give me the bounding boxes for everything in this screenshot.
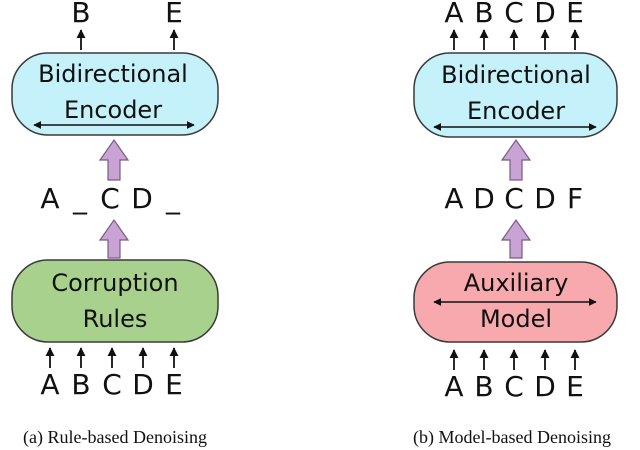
noisy-token: A [444,182,463,215]
caption-a: (a) Rule-based Denoising [23,427,207,448]
output-token: A [444,0,463,29]
input-token: B [474,370,493,403]
output-token: E [566,0,584,29]
encoder-label-line2: Encoder [467,97,565,125]
corrupted-token: A [40,182,59,215]
input-token: B [71,368,90,401]
corrupted-token: C [100,182,120,215]
input-token: C [504,370,524,403]
input-token: A [40,368,59,401]
flow-up-arrow [500,218,532,259]
output-token: C [504,0,524,29]
corruption-rules-box [11,259,219,343]
input-token: D [534,370,556,403]
input-token: E [566,370,584,403]
noisy-token: D [534,182,556,215]
flow-up-arrow [98,218,130,259]
module-label-line2: Rules [83,305,148,333]
input-token: D [132,368,154,401]
output-token: D [534,0,556,29]
encoder-label-line1: Bidirectional [38,60,188,88]
input-token: E [165,368,183,401]
flow-up-arrow [500,138,532,181]
mask-token: _ [165,182,181,215]
module-label-line1: Auxiliary [464,269,569,297]
output-token-e: E [165,0,183,29]
noisy-token: D [473,182,495,215]
bidirectional-encoder-box [11,52,219,136]
corrupted-token: D [131,182,153,215]
output-token-b: B [71,0,90,29]
panel-b: A B C D E Bidirectional Encoder A D C D … [413,0,618,448]
input-token: C [102,368,122,401]
noisy-token: F [567,182,583,215]
mask-token: _ [72,182,88,215]
caption-b: (b) Model-based Denoising [413,427,611,448]
noisy-token: C [504,182,524,215]
flow-up-arrow [98,138,130,181]
bidirectional-encoder-box [413,52,618,138]
module-label-line2: Model [480,305,552,333]
encoder-label-line2: Encoder [64,96,162,124]
encoder-label-line1: Bidirectional [441,61,591,89]
panel-a: B E Bidirectional Encoder A _ C D _ Corr… [11,0,219,448]
output-token: B [474,0,493,29]
input-token: A [444,370,463,403]
module-label-line1: Corruption [51,269,178,297]
